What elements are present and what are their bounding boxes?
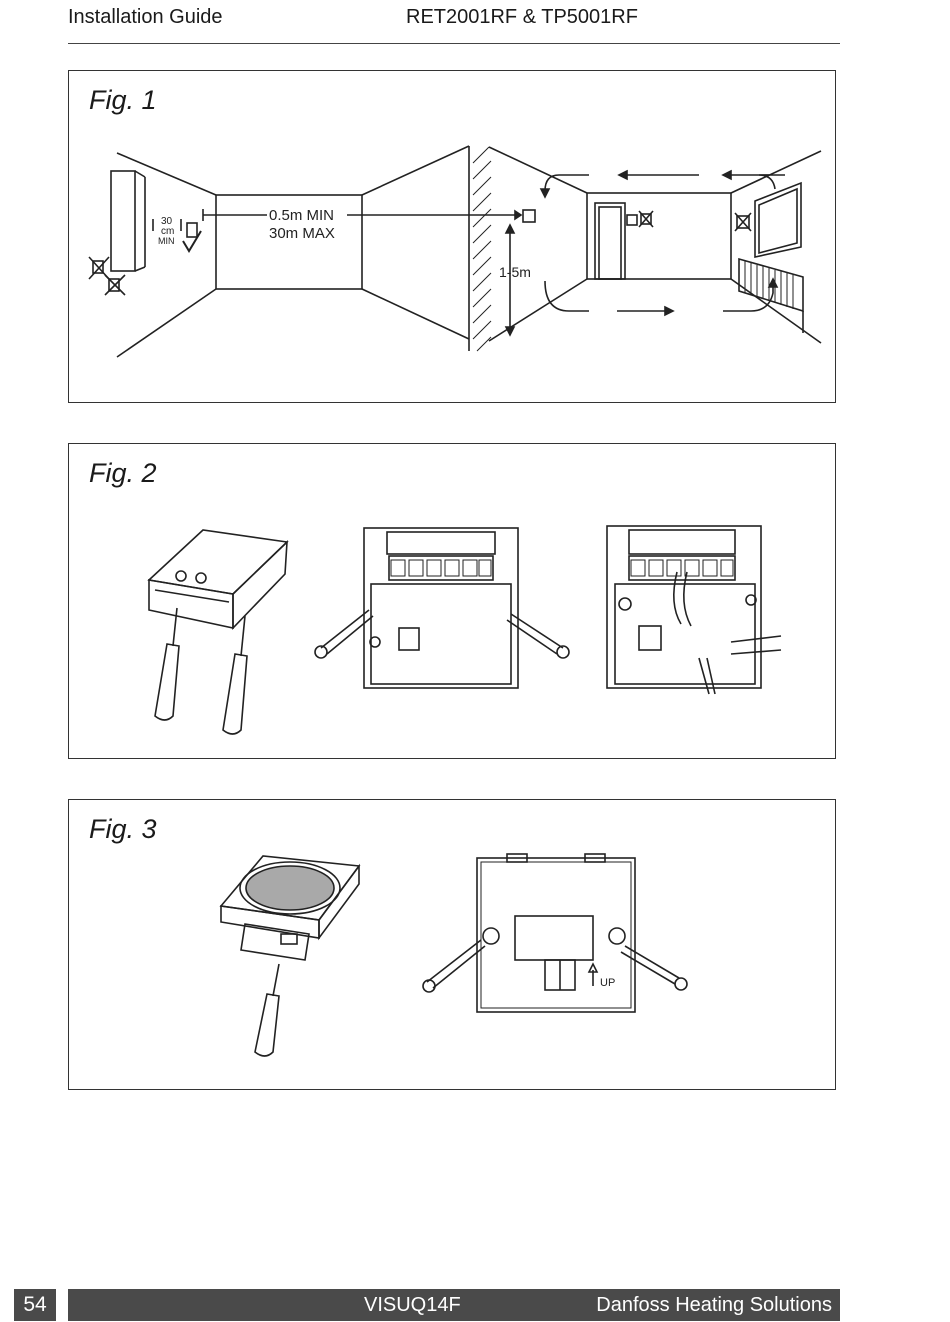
clearance-value: 30 xyxy=(161,216,173,227)
figure-1-illustration: 30 cm MIN 0.5m MIN 30m MAX 1-5m xyxy=(88,145,822,358)
footer-bar: VISUQ14F Danfoss Heating Solutions xyxy=(68,1289,840,1321)
clearance-min: MIN xyxy=(158,236,175,246)
clearance-unit: cm xyxy=(161,226,174,237)
header-rule xyxy=(68,43,840,44)
figure-3: Fig. 3 xyxy=(68,799,836,1090)
figure-3-title: Fig. 3 xyxy=(89,814,157,844)
header-model: RET2001RF & TP5001RF xyxy=(406,6,638,28)
brand-name: Danfoss Heating Solutions xyxy=(596,1294,832,1316)
page-header: Installation Guide RET2001RF & TP5001RF xyxy=(68,6,840,34)
page-number: 54 xyxy=(14,1289,56,1321)
distance-min-label: 0.5m MIN xyxy=(269,207,334,224)
figure-2-illustration xyxy=(147,525,782,735)
distance-max-label: 30m MAX xyxy=(269,225,335,242)
figure-1: Fig. 1 xyxy=(68,70,836,403)
doc-code: VISUQ14F xyxy=(364,1294,461,1316)
header-title: Installation Guide xyxy=(68,6,223,28)
height-label: 1-5m xyxy=(499,264,531,280)
figure-2-title: Fig. 2 xyxy=(89,458,157,488)
figure-2: Fig. 2 xyxy=(68,443,836,759)
figure-3-illustration: UP xyxy=(219,853,688,1057)
figure-1-title: Fig. 1 xyxy=(89,85,157,115)
up-label: UP xyxy=(600,977,615,989)
page-footer: 54 VISUQ14F Danfoss Heating Solutions xyxy=(0,1289,950,1321)
